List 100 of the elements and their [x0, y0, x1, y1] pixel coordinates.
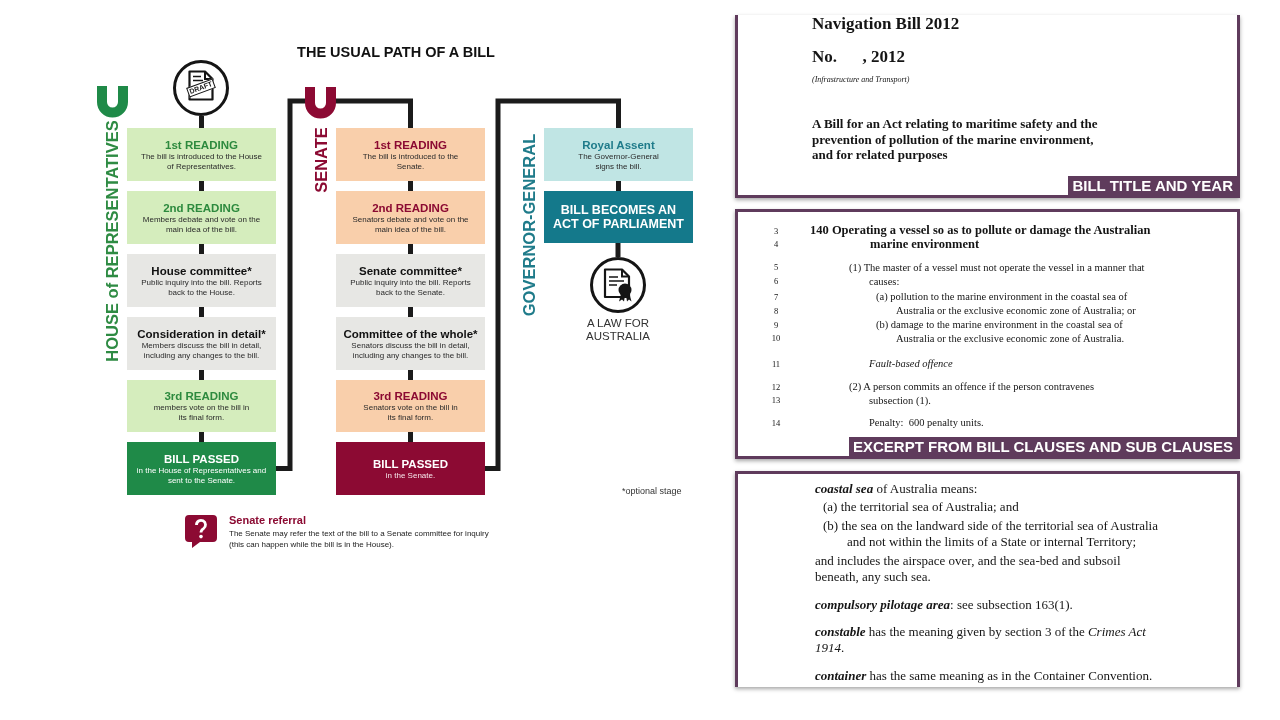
- diagram-title: THE USUAL PATH OF A BILL: [297, 44, 495, 61]
- act-of-parliament-box: [544, 191, 693, 243]
- connector-line: [616, 181, 621, 191]
- stage-heading: BILL BECOMES AN ACT OF PARLIAMENT: [552, 203, 685, 231]
- connector-line: [199, 370, 204, 380]
- definition-text: compulsory pilotage area: see subsection 163(1).: [815, 597, 1074, 613]
- stage-heading: Royal Assent: [582, 137, 655, 152]
- law-circle: [590, 257, 646, 313]
- definition-text: and includes the airspace over, and the sea-bed and subsoil beneath, any such sea.: [815, 553, 1122, 585]
- committee-stage-box: [127, 317, 276, 370]
- stage-heading: 3rd READING: [373, 389, 448, 403]
- stage-description: Senators debate and vote on the main idea of the bill.: [351, 214, 470, 235]
- portfolio-note: (Infrastructure and Transport): [812, 75, 910, 85]
- stage-description: The bill is introduced to the Senate.: [361, 151, 460, 172]
- line-number: 14: [770, 417, 782, 429]
- stage-description: Senators discuss the bill in detail, including any changes to the bill.: [350, 340, 471, 361]
- stage-description: Public inquiry into the bill. Reports back to the House.: [140, 277, 263, 298]
- definition-text: (b) the sea on the landward side of the territorial sea of Australia and not within the limits of a State or internal Territory;: [823, 518, 1159, 550]
- committee-stage-box: [336, 317, 485, 370]
- line-number: 5: [772, 261, 780, 273]
- section-tag: BILL TITLE AND YEAR: [1068, 176, 1237, 195]
- stage-heading: Consideration in detail*: [137, 326, 266, 341]
- connector-line: [408, 181, 413, 191]
- line-number: 9: [772, 319, 780, 331]
- bill-passed-box: [127, 442, 276, 495]
- stage-heading: 1st READING: [165, 137, 238, 152]
- line-number: 13: [770, 394, 782, 406]
- reading-stage-box: [127, 191, 276, 244]
- line-number: 3: [772, 225, 780, 237]
- stage-heading: 2nd READING: [372, 200, 449, 215]
- line-number: 6: [772, 275, 780, 287]
- clause-text: (a) pollution to the marine environment in the coastal sea of Australia or the exclusive economic zone of Australia; or: [876, 290, 1137, 317]
- stage-description: The Governor-General signs the bill.: [577, 151, 660, 172]
- reading-stage-box: [336, 191, 485, 244]
- reading-stage-box: [336, 380, 485, 432]
- definition-text: (a) the territorial sea of Australia; and: [823, 499, 1020, 515]
- stage-heading: BILL PASSED: [164, 451, 239, 466]
- connector-line: [199, 307, 204, 317]
- node-caption: A LAW FOR AUSTRALIA: [585, 317, 651, 343]
- document-panel: [735, 209, 1240, 459]
- bill-title: Navigation Bill 2012: [812, 14, 960, 34]
- royal-assent-box: [544, 128, 693, 181]
- stage-description: Public inquiry into the bill. Reports back to the Senate.: [349, 277, 472, 298]
- line-number: 4: [772, 238, 780, 250]
- reading-stage-box: [127, 380, 276, 432]
- clause-text: (2) A person commits an offence if the person contravenes subsection (1).: [849, 380, 1096, 407]
- draft-circle: [173, 60, 229, 116]
- line-number: 10: [770, 332, 782, 344]
- bill-number: No. , 2012: [812, 47, 906, 67]
- committee-stage-box: [336, 254, 485, 307]
- stage-description: members vote on the bill in its final form.: [152, 403, 251, 423]
- line-number: 8: [772, 305, 780, 317]
- committee-stage-box: [127, 254, 276, 307]
- note-heading: Senate referral: [229, 514, 307, 527]
- footnote: *optional stage: [622, 486, 682, 497]
- section-tag: EXCERPT FROM BILL CLAUSES AND SUB CLAUSES: [848, 437, 1237, 456]
- stage-description: Members debate and vote on the main idea of the bill.: [141, 214, 262, 235]
- stage-heading: 2nd READING: [163, 200, 240, 215]
- stage-description: Members discuss the bill in detail, including any changes to the bill.: [140, 340, 263, 361]
- note-text: The Senate may refer the text of the bill to a Senate committee for inquiry (this can happen while the bill is in the House).: [229, 528, 490, 550]
- stage-heading: 3rd READING: [164, 389, 239, 403]
- clause-text: (1) The master of a vessel must not operate the vessel in a manner that causes:: [849, 261, 1146, 288]
- stage-description: Senators vote on the bill in its final form.: [362, 403, 459, 423]
- stage-heading: Committee of the whole*: [343, 326, 478, 341]
- connector-line: [199, 181, 204, 191]
- clause-text: (b) damage to the marine environment in the coastal sea of Australia or the exclusive economic zone of Australia.: [876, 318, 1125, 345]
- definition-text: coastal sea of Australia means:: [815, 481, 979, 497]
- document-panel: [735, 15, 1240, 198]
- document-panel: [735, 471, 1240, 687]
- connector-line: [199, 244, 204, 254]
- stage-description: in the House of Representatives and sent to the Senate.: [135, 465, 268, 486]
- chamber-heading: SENATE: [312, 127, 330, 193]
- connector-line: [408, 244, 413, 254]
- connector-line: [408, 370, 413, 380]
- stage-description: The bill is introduced to the House of Representatives.: [140, 151, 263, 172]
- connector-line: [615, 243, 621, 257]
- connector-line: [485, 98, 621, 471]
- chamber-heading: HOUSE of REPRESENTATIVES: [103, 120, 121, 362]
- line-number: 7: [772, 291, 780, 303]
- definition-text: container has the same meaning as in the Container Convention.: [815, 668, 1154, 684]
- section-heading: 140 Operating a vessel so as to pollute or damage the Australian marine environment: [810, 224, 1152, 251]
- long-title: A Bill for an Act relating to maritime safety and the prevention of pollution of the marine environment, and for related purposes: [812, 116, 1099, 163]
- line-number: 11: [770, 358, 782, 370]
- connector-line: [199, 116, 204, 128]
- stage-description: in the Senate.: [384, 470, 437, 481]
- clause-subheading: Fault-based offence: [869, 357, 953, 371]
- office-heading: GOVERNOR-GENERAL: [520, 133, 538, 317]
- stage-heading: Senate committee*: [359, 263, 462, 278]
- reading-stage-box: [127, 128, 276, 181]
- bill-passed-box: [336, 442, 485, 495]
- stage-heading: 1st READING: [374, 137, 447, 152]
- connector-line: [199, 432, 204, 442]
- clause-text: Penalty: 600 penalty units.: [869, 416, 984, 430]
- definition-text: constable has the meaning given by section 3 of the Crimes Act 1914.: [815, 624, 1147, 656]
- connector-line: [408, 307, 413, 317]
- connector-line: [408, 432, 413, 442]
- line-number: 12: [770, 381, 782, 393]
- stage-heading: House committee*: [151, 263, 252, 278]
- connector-line: [276, 98, 413, 471]
- stage-heading: BILL PASSED: [373, 456, 448, 471]
